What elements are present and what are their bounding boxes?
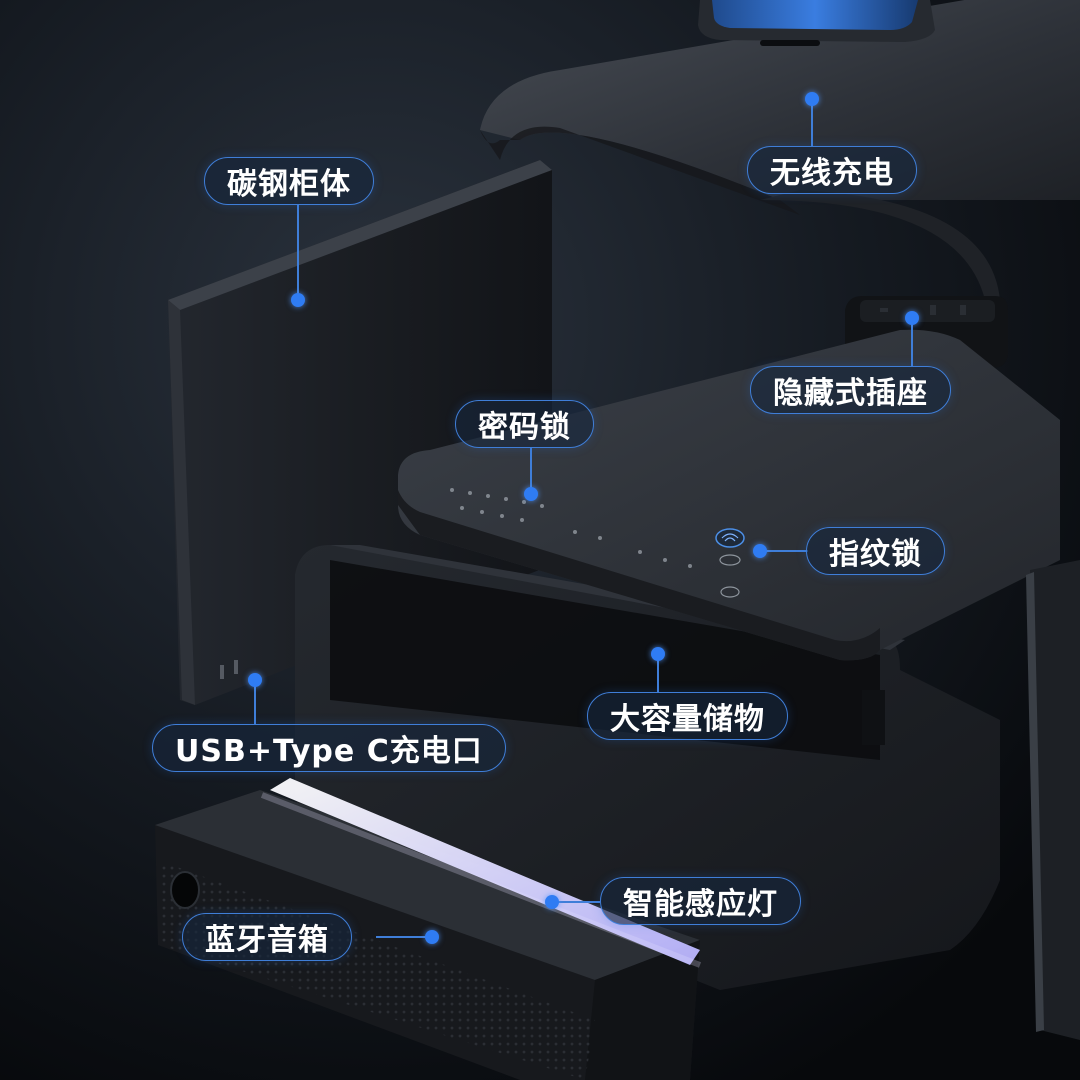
leader-line-wireless [811, 98, 813, 146]
leader-line-speaker [376, 936, 432, 938]
label-smart-light: 智能感应灯 [600, 877, 801, 925]
anchor-dot-cabinet [291, 293, 305, 307]
anchor-dot-socket [905, 311, 919, 325]
leader-line-cabinet [297, 204, 299, 300]
label-password-lock: 密码锁 [455, 400, 594, 448]
label-large-storage: 大容量储物 [587, 692, 788, 740]
label-fingerprint-lock: 指纹锁 [806, 527, 945, 575]
label-usb-typec-port: USB+Type C充电口 [152, 724, 506, 772]
label-carbon-steel-cabinet: 碳钢柜体 [204, 157, 374, 205]
anchor-dot-fingerprint [753, 544, 767, 558]
leader-line-socket [911, 318, 913, 366]
leader-line-fingerprint [760, 550, 808, 552]
anchor-dot-wireless [805, 92, 819, 106]
leader-line-usb [254, 680, 256, 724]
label-wireless-charging: 无线充电 [747, 146, 917, 194]
leader-line-password [530, 448, 532, 494]
anchor-dot-storage [651, 647, 665, 661]
anchor-dot-usb [248, 673, 262, 687]
leader-line-light [552, 901, 600, 903]
anchor-dot-light [545, 895, 559, 909]
fingerprint-icon [715, 528, 745, 598]
anchor-dot-password [524, 487, 538, 501]
label-bluetooth-speaker: 蓝牙音箱 [182, 913, 352, 961]
label-hidden-socket: 隐藏式插座 [750, 366, 951, 414]
leader-line-storage [657, 654, 659, 692]
anchor-dot-speaker [425, 930, 439, 944]
